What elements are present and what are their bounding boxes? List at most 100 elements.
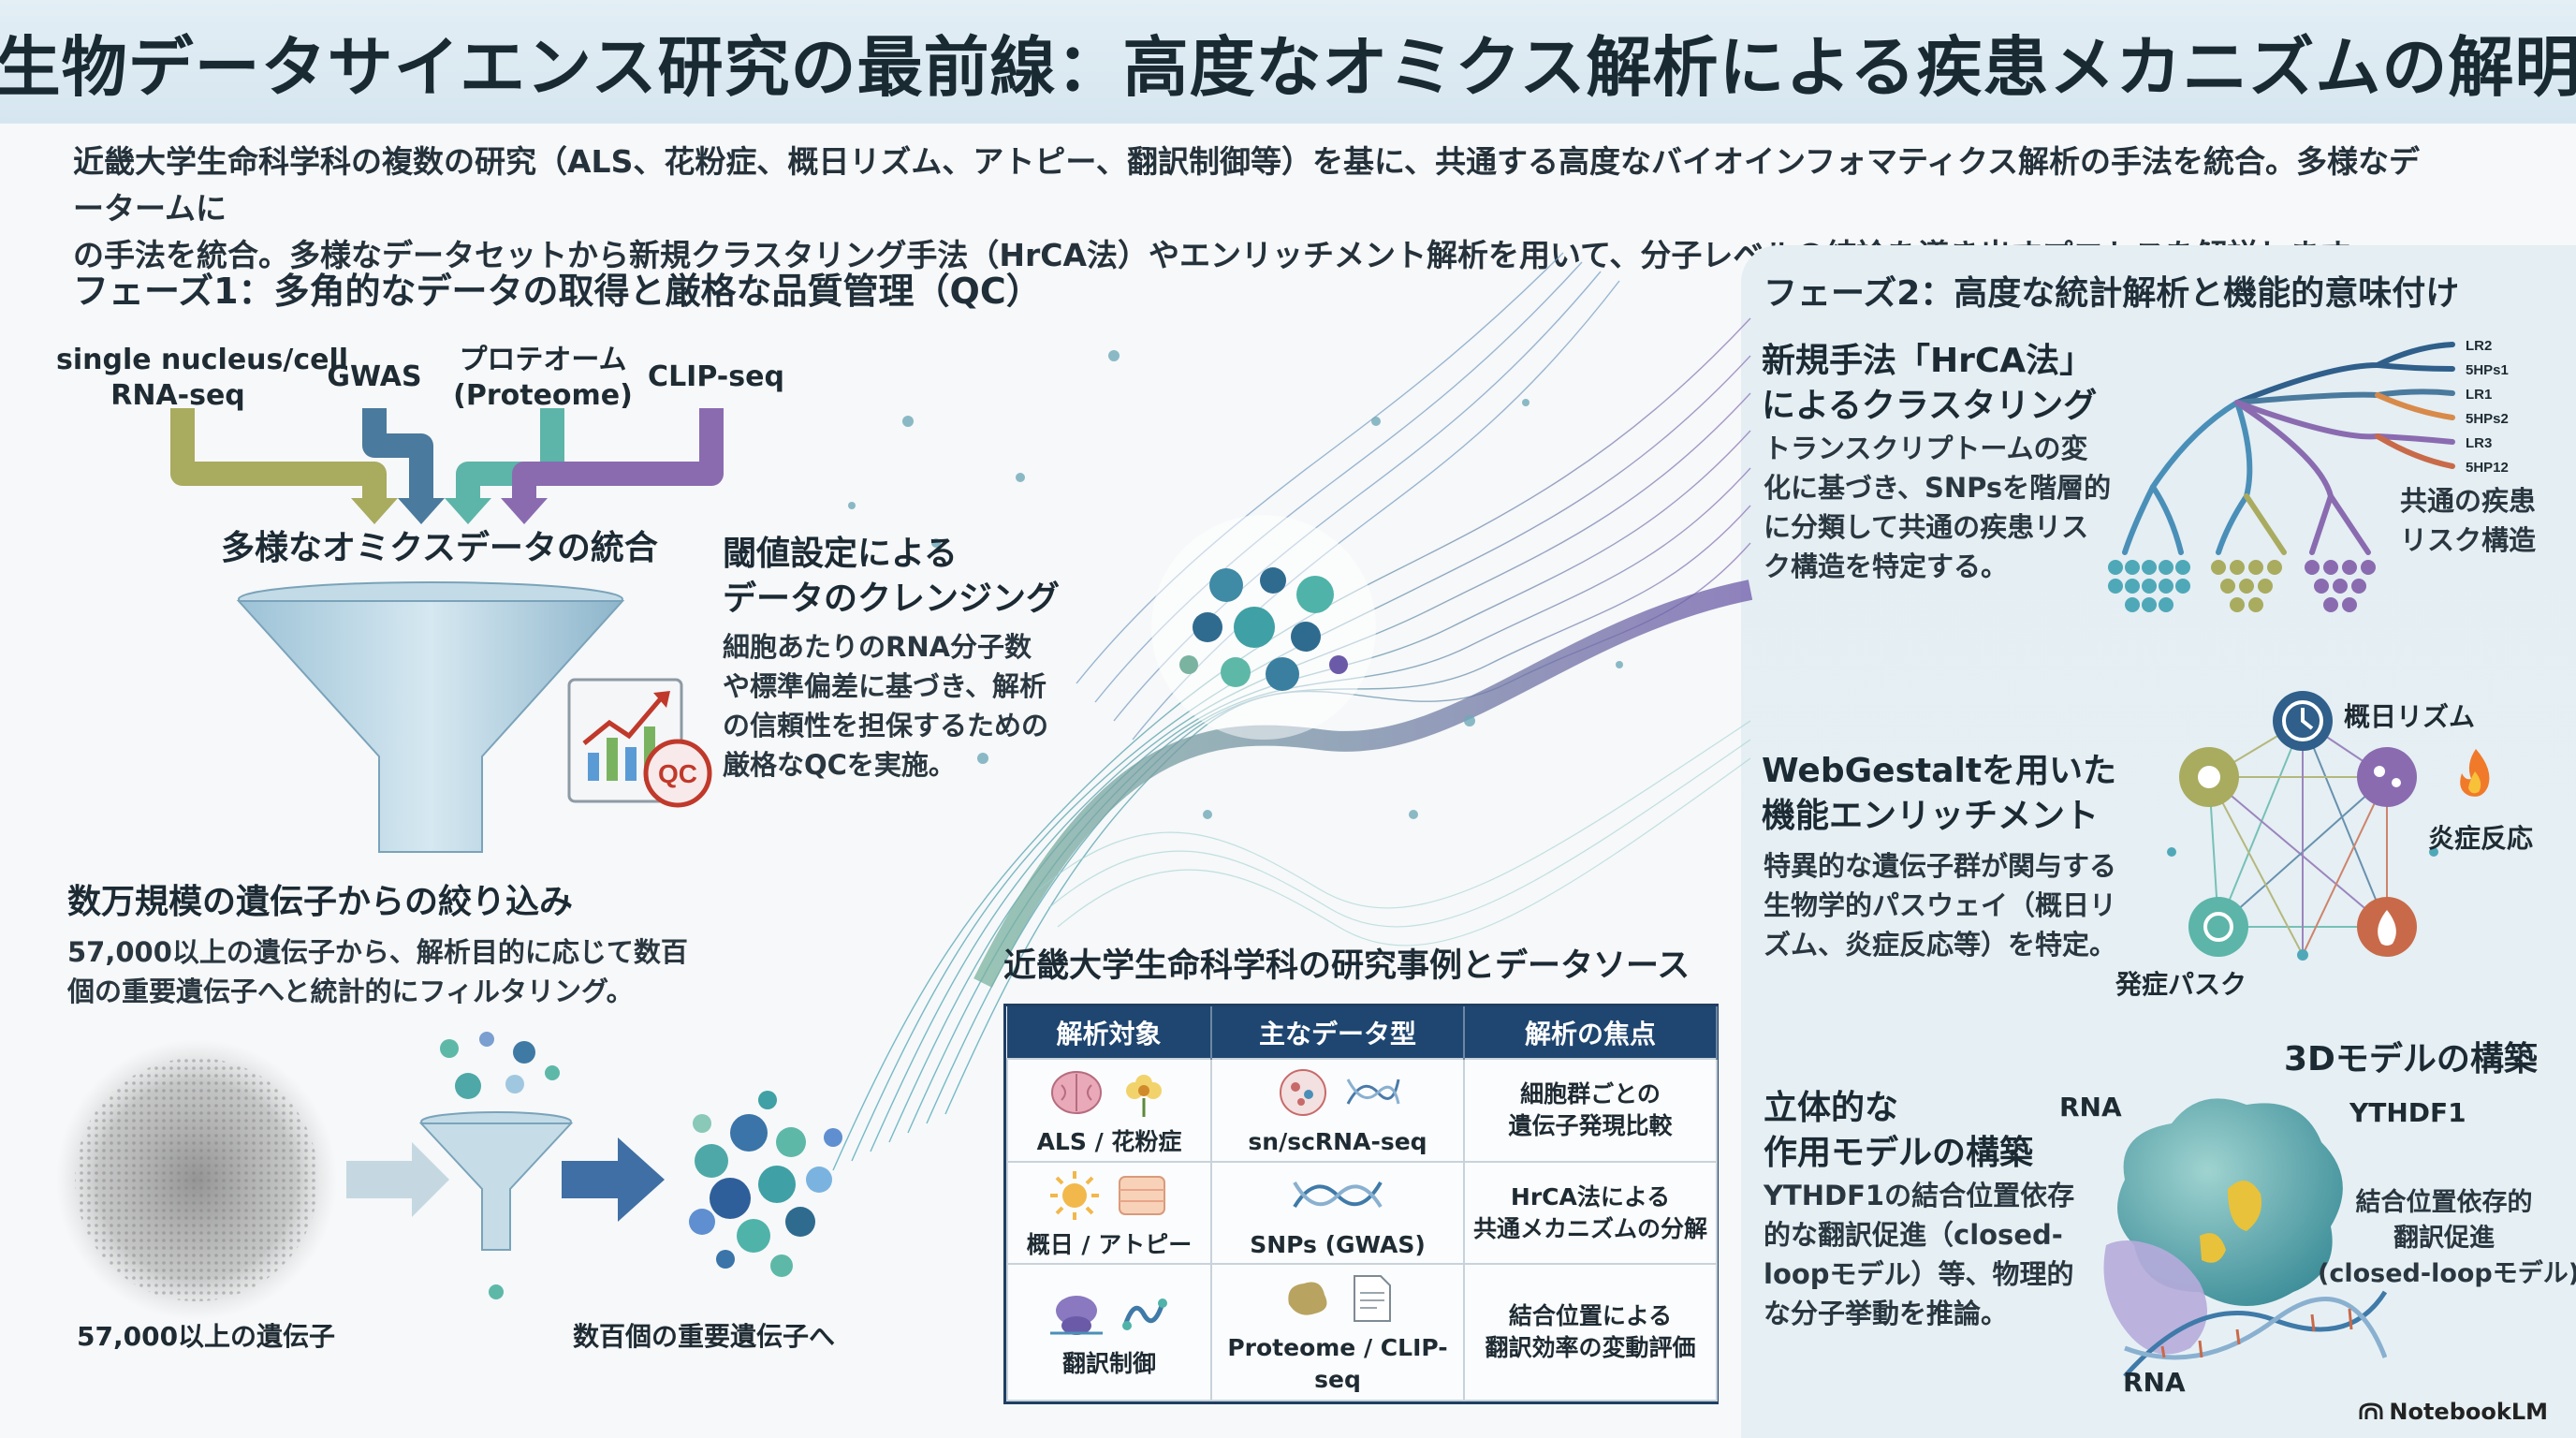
cell-target: 翻訳制御	[1006, 1263, 1212, 1401]
source-proteome-line2: (Proteome)	[453, 379, 633, 412]
hrca-body-3: に分類して共通の疾患リス	[1764, 511, 2089, 543]
model3d-body-3: loopモデル）等、物理的	[1764, 1258, 2074, 1290]
phase1-heading: フェーズ1：多角的なデータの取得と厳格な品質管理（QC）	[73, 271, 1042, 312]
cleansing-body-4: 厳格なQCを実施。	[723, 749, 956, 781]
cell-data-type: Proteome / CLIP-seq	[1210, 1263, 1465, 1401]
arrow-teal	[456, 408, 564, 500]
narrowing-heading: 数万規模の遺伝子からの絞り込み	[67, 883, 574, 921]
cell-data-type: SNPs (GWAS)	[1210, 1160, 1465, 1266]
fire-icon	[2460, 749, 2490, 797]
cell-focus: 細胞群ごとの 遺伝子発現比較	[1463, 1058, 1718, 1163]
row3-focus-2: 翻訳効率の変動評価	[1485, 1334, 1696, 1362]
table-row: 概日 / アトピー SNPs (GWAS) HrCA法による 共通メカニズムの分…	[1006, 1160, 1718, 1266]
tree-label: 共通の疾患 リスク構造	[2400, 481, 2536, 560]
dna-icon	[1346, 1078, 1400, 1105]
rna-ribosome	[2103, 1240, 2207, 1355]
case-table: 解析対象 主なデータ型 解析の焦点 ALS / 花粉症	[1003, 1004, 1719, 1404]
protein-3d-model	[2103, 1098, 2387, 1378]
title-band: 生物データサイエンス研究の最前線：高度なオミクス解析による疾患メカニズムの解明	[0, 0, 2576, 124]
leaf-label: LR1	[2466, 387, 2492, 403]
source-scrna-line2: RNA-seq	[110, 379, 245, 412]
microbe-icon	[2357, 747, 2417, 807]
source-gwas-line1: GWAS	[327, 360, 422, 393]
cleansing-heading-line1: 閾値設定による	[723, 535, 958, 573]
funnel-icon	[236, 581, 625, 853]
annot-1: 結合位置依存的	[2355, 1188, 2533, 1217]
table-title: 近畿大学生命科学科の研究事例とデータソース	[1003, 947, 1690, 985]
leaf-label: 5HPs2	[2466, 411, 2509, 427]
skin-icon	[1119, 1175, 1165, 1215]
brand: NotebookLM	[2359, 1399, 2548, 1425]
source-clip: CLIP-seq	[646, 360, 786, 395]
brain-icon	[1051, 1070, 1102, 1114]
source-gwas: GWAS	[318, 360, 431, 395]
dendrogram: LR2 5HPs1 LR1 5HPs2 LR3 5HP12	[2108, 338, 2509, 612]
phase2-heading: フェーズ2：高度な統計解析と機能的意味付け	[1764, 274, 2460, 313]
row2-data: SNPs (GWAS)	[1250, 1230, 1426, 1258]
arrow-olive	[170, 408, 387, 500]
arrow-violet	[512, 408, 724, 500]
brand-name: NotebookLM	[2389, 1399, 2548, 1425]
row2-focus-2: 共通メカニズムの分解	[1472, 1214, 1707, 1242]
cleansing-heading-line2: データのクレンジング	[723, 580, 1061, 618]
label-many-genes: 57,000以上の遺伝子	[77, 1321, 336, 1352]
cell-target: ALS / 花粉症	[1006, 1058, 1212, 1163]
cleansing-body-2: や標準偏差に基づき、解析	[723, 670, 1046, 702]
row3-data: Proteome / CLIP-seq	[1227, 1334, 1448, 1394]
webgestalt-body-2: 生物学的パスウェイ（概日リ	[1764, 889, 2117, 921]
notebooklm-logo-icon	[2359, 1402, 2383, 1419]
model3d-body: YTHDF1の結合位置依存 的な翻訳促進（closed- loopモデル）等、物…	[1764, 1176, 2074, 1333]
flower-icon	[1126, 1074, 1162, 1117]
webgestalt-body-1: 特異的な遺伝子群が関与する	[1764, 850, 2117, 882]
gene-filtering-graphic	[56, 1032, 842, 1320]
qc-seal	[643, 739, 712, 808]
arrow-to-cluster	[562, 1137, 665, 1222]
arrow-steel	[362, 408, 433, 500]
tree-label-line1: 共通の疾患	[2400, 485, 2537, 517]
row1-target: ALS / 花粉症	[1036, 1127, 1182, 1155]
webgestalt-body-3: ズム、炎症反応等）を特定。	[1764, 929, 2117, 961]
cell-target: 概日 / アトピー	[1006, 1160, 1212, 1266]
header-data-type: 主なデータ型	[1211, 1006, 1465, 1059]
row2-focus-1: HrCA法による	[1510, 1182, 1671, 1211]
funnel-label: 多様なオミクスデータの統合	[221, 529, 658, 567]
virus-icon	[2188, 897, 2248, 957]
dna-helix-icon	[1293, 1181, 1383, 1208]
sun-icon	[1050, 1170, 1099, 1220]
cleansing-heading: 閾値設定による データのクレンジング	[723, 532, 1060, 622]
page-title: 生物データサイエンス研究の最前線：高度なオミクス解析による疾患メカニズムの解明	[0, 28, 2576, 106]
data-wave-graphic	[832, 252, 1753, 1171]
protein-blob-icon	[1288, 1282, 1327, 1315]
webgestalt-body: 特異的な遺伝子群が関与する 生物学的パスウェイ（概日リ ズム、炎症反応等）を特定…	[1764, 846, 2116, 964]
source-arrows	[170, 408, 724, 524]
source-proteome: プロテオーム (Proteome)	[440, 343, 646, 414]
header-target: 解析対象	[1007, 1006, 1212, 1059]
cleansing-body-1: 細胞あたりのRNA分子数	[723, 631, 1032, 663]
webgestalt-heading-line2: 機能エンリッチメント	[1762, 797, 2100, 835]
annot-2: 翻訳促進	[2393, 1224, 2495, 1253]
annot-3: (closed-loopモデル)	[2318, 1259, 2576, 1288]
cleansing-body: 細胞あたりのRNA分子数 や標準偏差に基づき、解析 の信頼性を担保するための 厳…	[723, 627, 1048, 785]
model3d-heading-line1: 立体的な	[1764, 1089, 1899, 1127]
model3d-heading: 立体的な 作用モデルの構築	[1764, 1086, 2033, 1176]
protein-chain-icon	[1122, 1299, 1167, 1331]
document-icon	[1354, 1275, 1391, 1323]
cell-cluster-icon	[1280, 1068, 1326, 1116]
row1-focus-2: 遺伝子発現比較	[1508, 1111, 1673, 1139]
webgestalt-heading: WebGestaltを用いた 機能エンリッチメント	[1762, 749, 2116, 839]
qc-badge-text: QC	[658, 759, 697, 788]
source-clip-line1: CLIP-seq	[648, 360, 784, 393]
arrow-to-funnel	[346, 1142, 449, 1217]
model3d-body-2: 的な翻訳促進（closed-	[1764, 1219, 2063, 1251]
cell-focus: 結合位置による 翻訳効率の変動評価	[1463, 1263, 1718, 1401]
webgestalt-heading-line1: WebGestaltを用いた	[1762, 752, 2117, 790]
model3d-body-1: YTHDF1の結合位置依存	[1764, 1180, 2075, 1211]
tree-label-line2: リスク構造	[2400, 524, 2537, 556]
row3-focus-1: 結合位置による	[1508, 1302, 1673, 1330]
ribosome-icon	[1050, 1296, 1103, 1336]
label-ythdf1: YTHDF1	[2349, 1097, 2466, 1128]
header-focus: 解析の焦点	[1464, 1006, 1718, 1059]
hrca-body-4: ク構造を特定する。	[1764, 550, 2009, 582]
small-funnel-icon	[418, 1123, 574, 1251]
leaf-label: LR2	[2466, 338, 2492, 354]
